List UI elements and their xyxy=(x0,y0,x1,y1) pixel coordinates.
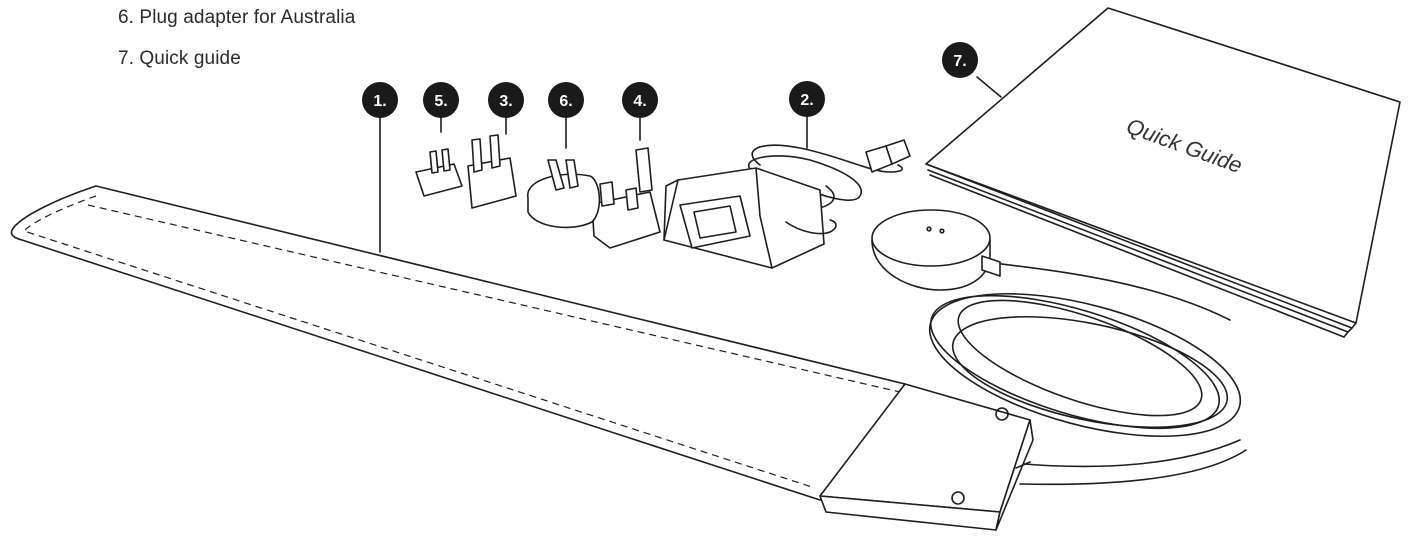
uk-plug-adapter xyxy=(591,103,661,249)
leader-line-7 xyxy=(976,76,1002,98)
legend-item-6: 6. Plug adapter for Australia xyxy=(118,7,356,28)
badge-6: 6. xyxy=(548,82,584,118)
badge-2-label: 2. xyxy=(800,92,813,109)
badge-3: 3. xyxy=(488,82,524,118)
badge-5: 5. xyxy=(423,82,459,118)
us-plug-adapter xyxy=(415,105,463,197)
badge-5-label: 5. xyxy=(434,93,447,110)
badge-1-label: 1. xyxy=(373,93,386,110)
sensor-housing xyxy=(819,383,1247,531)
sensor-cable-coil xyxy=(928,261,1242,438)
quick-guide-booklet: Quick Guide xyxy=(925,7,1401,338)
mattress-sensor-strap xyxy=(10,103,906,501)
badge-7-label: 7. xyxy=(953,53,966,70)
badge-4-label: 4. xyxy=(633,93,646,110)
badge-3-label: 3. xyxy=(499,93,512,110)
power-supply xyxy=(663,102,911,269)
badge-7: 7. xyxy=(942,42,978,78)
badge-6-label: 6. xyxy=(559,93,572,110)
badge-1: 1. xyxy=(362,82,398,118)
australia-plug-adapter xyxy=(527,103,601,229)
badge-4: 4. xyxy=(622,82,658,118)
legend-item-7: 7. Quick guide xyxy=(118,48,241,69)
round-sensor-puck xyxy=(871,209,1001,291)
eu-plug-adapter xyxy=(467,103,517,209)
badge-2: 2. xyxy=(789,81,825,117)
